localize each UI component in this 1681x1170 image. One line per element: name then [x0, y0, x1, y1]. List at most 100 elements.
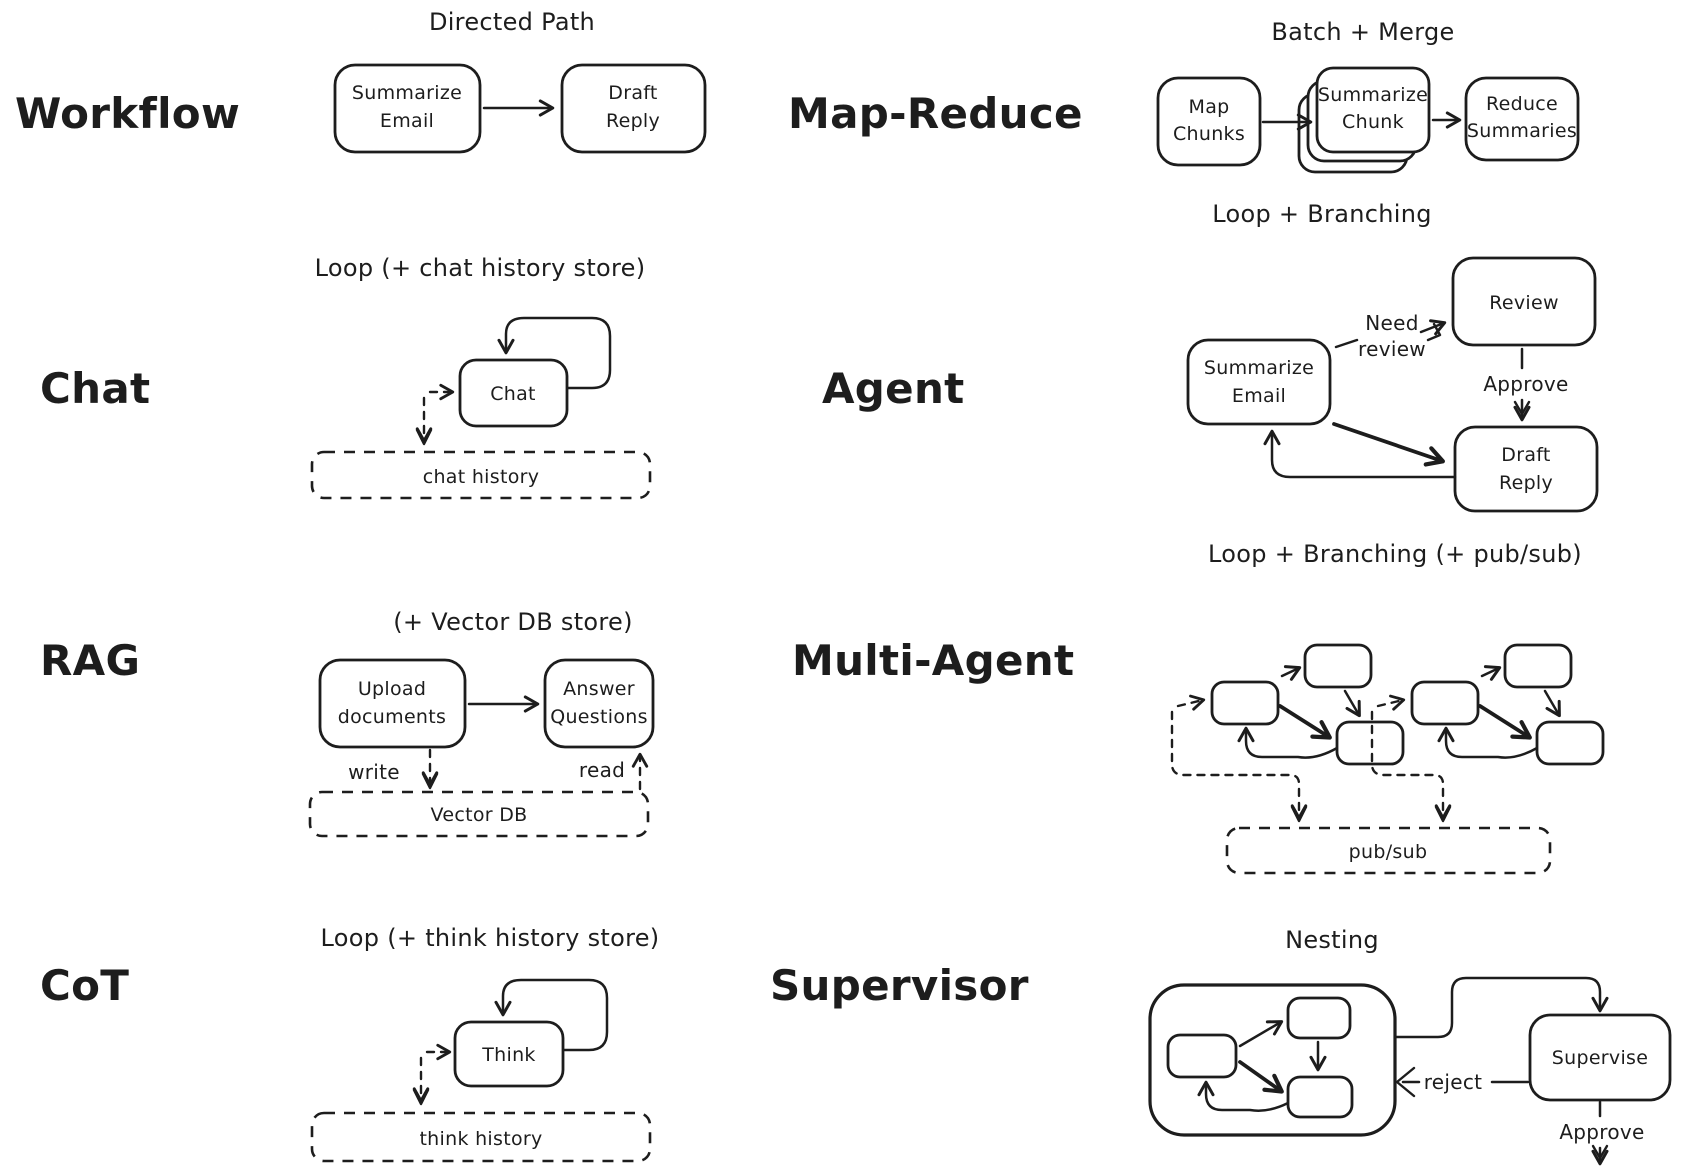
cluster2-node-left: [1410, 680, 1480, 726]
edge-draft-to-summarize-loop: [1263, 429, 1457, 479]
nested-edge-bottom-to-left-loop: [1197, 1080, 1290, 1112]
cluster2-edge-bottom-to-left-loop: [1437, 726, 1539, 759]
edge-review-to-draft-chevron: [1513, 400, 1531, 416]
node-draft-reply-line2: Reply: [606, 110, 660, 132]
node-agent-summarize-email-line1: Summarize: [1204, 357, 1314, 379]
node-answer-questions-line1: Answer: [563, 678, 635, 700]
node-summarize-email-line2: Email: [380, 110, 434, 132]
section-multi-agent: Multi-Agent Loop + Branching (+ pub/sub): [792, 540, 1605, 875]
edge-reject-arrowhead: [1395, 1066, 1416, 1098]
map-reduce-pattern-title: Batch + Merge: [1271, 18, 1454, 46]
section-workflow: Workflow Directed Path Summarize Email D…: [15, 8, 707, 154]
multi-agent-cluster-2: [1370, 643, 1605, 823]
agent-pattern-title: Loop + Branching: [1212, 200, 1432, 228]
node-reduce-summaries: [1464, 76, 1580, 162]
edge-approve-label: Approve: [1483, 372, 1568, 396]
store-think-history-text: think history: [419, 1128, 542, 1150]
edge-need-review-label-line1: Need: [1365, 311, 1418, 335]
node-summarize-chunk: [1315, 66, 1431, 154]
chat-pattern-title: Loop (+ chat history store): [315, 254, 646, 282]
chat-label: Chat: [40, 364, 150, 413]
node-chat: [458, 358, 569, 428]
edge-think-self-loop: [494, 978, 609, 1052]
cluster1-edge-top-to-bottom: [1343, 689, 1361, 718]
map-reduce-label: Map-Reduce: [788, 89, 1083, 138]
edge-chat-self-loop: [497, 316, 612, 390]
edge-supervisor-approve-label: Approve: [1559, 1120, 1644, 1144]
node-answer-questions-line2: Questions: [550, 706, 648, 728]
node-review: [1451, 256, 1597, 347]
edge-container-to-supervise: [1393, 976, 1609, 1039]
cluster1-edge-left-to-bottom: [1278, 704, 1332, 740]
workflow-pattern-title: Directed Path: [429, 8, 595, 36]
node-think-text: Think: [481, 1044, 535, 1066]
supervisor-label: Supervisor: [770, 961, 1029, 1010]
multi-agent-label: Multi-Agent: [792, 636, 1074, 685]
node-draft-reply: [560, 63, 707, 154]
node-summarize-chunk-line2: Chunk: [1342, 111, 1404, 133]
edge-think-to-history-chevron: [412, 1088, 430, 1106]
cluster1-edge-to-pubsub-chevron: [1290, 805, 1308, 823]
edge-summarize-to-review-chevron: [1426, 322, 1442, 342]
store-pub-sub-text: pub/sub: [1349, 841, 1428, 863]
edge-need-review-leader: [1334, 338, 1359, 349]
store-chat-history: [310, 450, 652, 500]
multi-agent-cluster-1: [1170, 643, 1405, 823]
edge-upload-to-vectordb-chevron: [421, 772, 439, 790]
edge-summarize-to-review: [1419, 319, 1447, 336]
edge-summarize-to-draft-direct: [1332, 422, 1445, 467]
section-cot: CoT Loop (+ think history store) Think t…: [40, 924, 659, 1163]
cot-label: CoT: [40, 961, 129, 1010]
cluster1-edge-left-to-top: [1280, 665, 1302, 681]
cluster1-edge-to-pubsub: [1170, 710, 1308, 820]
node-chat-text: Chat: [490, 383, 536, 405]
nested-node-top: [1286, 996, 1352, 1040]
node-upload-documents-line2: documents: [338, 706, 446, 728]
section-supervisor: Supervisor Nesting Supervise reject Appr…: [770, 926, 1672, 1166]
cluster2-edge-pubsub-in: [1376, 694, 1406, 711]
cluster2-edge-to-pubsub-chevron: [1434, 805, 1452, 823]
nested-node-bottom: [1286, 1075, 1354, 1119]
store-think-history: [310, 1111, 652, 1163]
node-agent-draft-reply-line2: Reply: [1499, 472, 1553, 494]
node-summarize-chunk-line1: Summarize: [1318, 84, 1428, 106]
node-map-chunks: [1156, 76, 1262, 167]
store-vector-db: [308, 790, 650, 838]
node-supervise: [1528, 1013, 1672, 1102]
edge-need-review-label-line2: review: [1358, 337, 1426, 361]
node-review-text: Review: [1489, 292, 1559, 314]
cluster1-node-top: [1303, 643, 1373, 689]
agent-label: Agent: [822, 364, 965, 413]
cluster1-node-bottom: [1335, 720, 1405, 766]
store-vector-db-text: Vector DB: [431, 804, 528, 826]
section-agent: Agent Loop + Branching Summarize Email R…: [822, 200, 1599, 513]
cluster2-edge-top-to-bottom: [1543, 689, 1561, 718]
edge-chat-to-history-chevron: [415, 428, 433, 446]
node-summarize-email: [333, 63, 482, 154]
section-chat: Chat Loop (+ chat history store) Chat ch…: [40, 254, 652, 500]
node-think: [453, 1020, 565, 1088]
node-summarize-email-line1: Summarize: [352, 82, 462, 104]
node-map-chunks-line1: Map: [1189, 96, 1230, 118]
node-upload-documents: [318, 658, 467, 749]
node-draft-reply-line1: Draft: [608, 82, 657, 104]
node-supervise-text: Supervise: [1552, 1047, 1648, 1069]
rag-pattern-title: (+ Vector DB store): [393, 608, 633, 636]
workflow-label: Workflow: [15, 89, 240, 138]
cluster1-node-left: [1210, 680, 1280, 726]
cluster2-node-bottom: [1535, 720, 1605, 766]
node-agent-summarize-email-line2: Email: [1232, 385, 1286, 407]
node-reduce-summaries-line2: Summaries: [1467, 120, 1577, 142]
node-reduce-summaries-line1: Reduce: [1486, 93, 1558, 115]
edge-write-label: write: [348, 760, 400, 784]
cluster2-node-top: [1503, 643, 1573, 689]
store-chat-history-text: chat history: [423, 466, 540, 488]
node-agent-draft-reply-line1: Draft: [1501, 444, 1550, 466]
edge-read-label: read: [579, 758, 625, 782]
rag-label: RAG: [40, 636, 140, 685]
cluster1-edge-bottom-to-left-loop: [1237, 726, 1339, 759]
node-agent-summarize-email: [1186, 338, 1332, 426]
cluster2-edge-to-pubsub: [1370, 710, 1452, 820]
store-pub-sub: [1225, 826, 1552, 875]
